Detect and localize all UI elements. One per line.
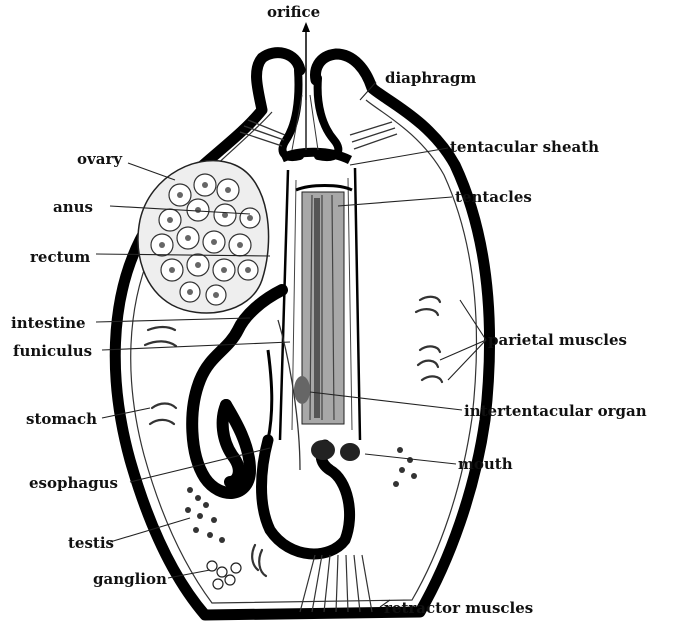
- label-parietal-muscles: parietal muscles: [488, 331, 627, 349]
- label-diaphragm: diaphragm: [385, 69, 476, 87]
- tentacle-bundle-top: [296, 186, 352, 191]
- label-esophagus: esophagus: [29, 474, 118, 492]
- intertentacular-organ-shape: [294, 376, 310, 404]
- orifice-arrowhead: [302, 22, 310, 32]
- label-intestine: intestine: [11, 314, 86, 332]
- label-tentacles: tentacles: [455, 188, 532, 206]
- label-orifice: orifice: [267, 3, 320, 21]
- cardia-tube: [268, 350, 272, 440]
- label-mouth: mouth: [458, 455, 513, 473]
- label-stomach: stomach: [26, 410, 97, 428]
- diaphragm-lobe-left: [282, 70, 300, 157]
- label-intertentacular-organ: intertentacular organ: [464, 402, 647, 420]
- esophagus-tube: [262, 440, 350, 554]
- diaphragm-fibers: [240, 120, 397, 149]
- label-ovary: ovary: [77, 150, 123, 168]
- label-tentacular-sheath: tentacular sheath: [450, 138, 599, 156]
- label-ganglion: ganglion: [93, 570, 167, 588]
- ganglion: [207, 561, 241, 589]
- label-testis: testis: [68, 534, 114, 552]
- label-rectum: rectum: [30, 248, 90, 266]
- diaphragm-lobe-right: [318, 78, 339, 157]
- label-retractor-muscles: retractor muscles: [384, 599, 533, 617]
- ovary: [138, 161, 269, 313]
- retractor-muscle-fibers: [300, 555, 372, 612]
- label-funiculus: funiculus: [13, 342, 92, 360]
- mouth-region: [311, 440, 360, 461]
- label-anus: anus: [53, 198, 93, 216]
